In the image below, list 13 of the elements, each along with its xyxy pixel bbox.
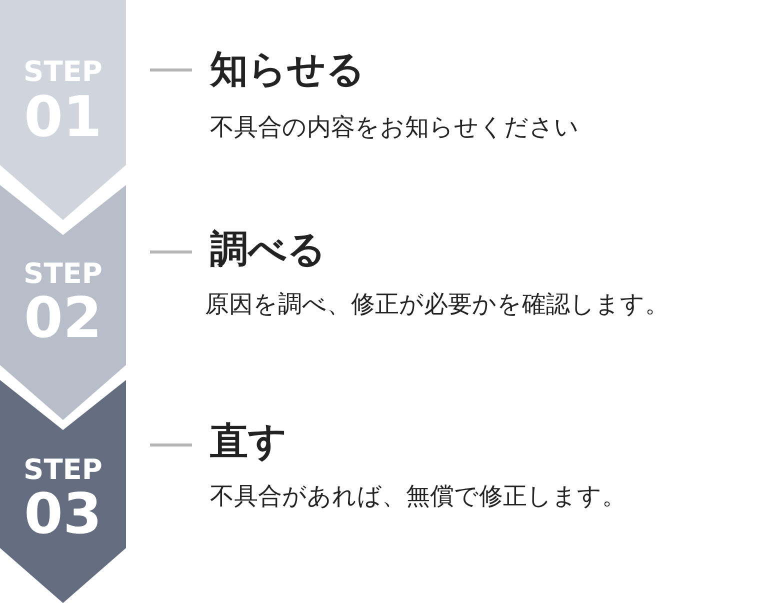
step-label: STEP: [22, 260, 104, 288]
step-title: 直す: [210, 422, 287, 460]
step-title: 知らせる: [210, 50, 365, 88]
chevron-step: [0, 0, 126, 220]
step-description: 不具合の内容をお知らせください: [210, 115, 579, 139]
step-number: 02: [23, 291, 103, 347]
step-description: 不具合があれば、無償で修正します。: [210, 484, 626, 508]
chevron-step: [0, 185, 126, 420]
chevron-step: [0, 380, 126, 603]
step-label: STEP: [22, 456, 104, 484]
step-number: 03: [23, 487, 103, 543]
step-title: 調べる: [210, 230, 326, 268]
step-description: 原因を調べ、修正が必要かを確認します。: [205, 292, 669, 316]
